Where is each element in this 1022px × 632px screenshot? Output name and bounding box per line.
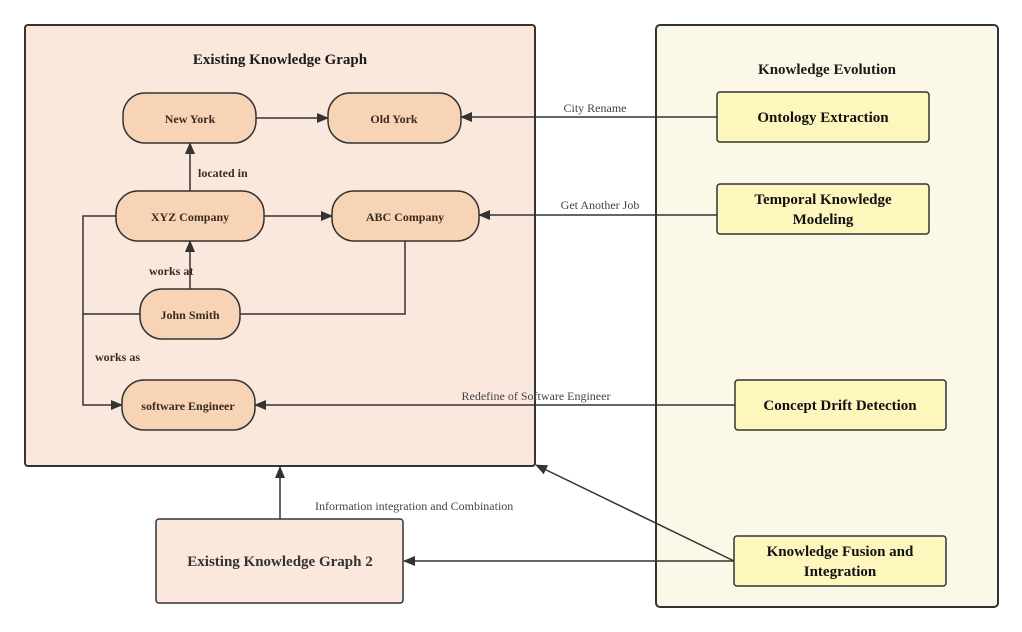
edge-works-as bbox=[82, 313, 140, 410]
edge-john-abc bbox=[240, 241, 406, 315]
existing-kg-title: Existing Knowledge Graph bbox=[193, 52, 368, 68]
entity-xyz-company-label: XYZ Company bbox=[151, 210, 229, 224]
process-ontology-extraction[interactable]: Ontology Extraction bbox=[716, 91, 930, 143]
edge-label-city-rename: City Rename bbox=[564, 101, 627, 115]
entity-new-york[interactable]: New York bbox=[122, 92, 257, 144]
process-concept-drift[interactable]: Concept Drift Detection bbox=[734, 379, 947, 431]
existing-kg2-box[interactable]: Existing Knowledge Graph 2 bbox=[155, 518, 404, 604]
knowledge-evolution-title: Knowledge Evolution bbox=[758, 62, 897, 78]
entity-abc-company[interactable]: ABC Company bbox=[331, 190, 480, 242]
process-ontology-extraction-label: Ontology Extraction bbox=[757, 110, 889, 126]
relation-works-at: works at bbox=[149, 264, 193, 278]
edge-fusion-to-kg bbox=[535, 464, 735, 562]
process-fusion-label-1: Knowledge Fusion and bbox=[767, 544, 914, 560]
edge-label-info-integration: Information integration and Combination bbox=[315, 499, 513, 513]
entity-abc-company-label: ABC Company bbox=[366, 210, 444, 224]
process-concept-drift-label: Concept Drift Detection bbox=[763, 398, 917, 414]
process-temporal-modeling[interactable]: Temporal Knowledge Modeling bbox=[716, 183, 930, 235]
entity-xyz-company[interactable]: XYZ Company bbox=[115, 190, 265, 242]
edge-label-redefine-se: Redefine of Software Engineer bbox=[462, 389, 611, 403]
entity-old-york-label: Old York bbox=[370, 112, 418, 126]
process-temporal-label-2: Modeling bbox=[793, 212, 854, 228]
relation-works-as: works as bbox=[95, 350, 140, 364]
entity-john-smith-label: John Smith bbox=[160, 308, 219, 322]
process-temporal-label-1: Temporal Knowledge bbox=[754, 192, 892, 208]
process-fusion-label-2: Integration bbox=[804, 564, 877, 580]
existing-kg-panel bbox=[24, 24, 536, 467]
edge-label-get-another-job: Get Another Job bbox=[561, 198, 640, 212]
entity-software-engineer[interactable]: software Engineer bbox=[121, 379, 256, 431]
edge-xyz-left bbox=[82, 215, 116, 314]
entity-john-smith[interactable]: John Smith bbox=[139, 288, 241, 340]
entity-software-engineer-label: software Engineer bbox=[141, 399, 235, 413]
entity-new-york-label: New York bbox=[165, 112, 216, 126]
knowledge-evolution-panel bbox=[655, 24, 999, 608]
existing-kg2-label: Existing Knowledge Graph 2 bbox=[187, 554, 372, 570]
process-knowledge-fusion[interactable]: Knowledge Fusion and Integration bbox=[733, 535, 947, 587]
entity-old-york[interactable]: Old York bbox=[327, 92, 462, 144]
relation-located-in: located in bbox=[198, 166, 248, 180]
